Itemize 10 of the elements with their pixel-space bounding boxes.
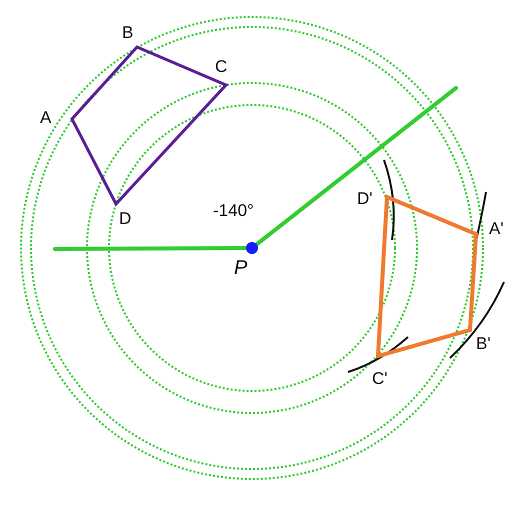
vertex-label: A [40, 109, 52, 126]
vertex-label: C' [372, 370, 388, 387]
center-label: P [234, 258, 248, 278]
vertex-label: D [119, 210, 132, 227]
vertex-label: A' [489, 220, 504, 237]
vertex-label: B' [476, 335, 491, 352]
vertex-label: B [122, 24, 134, 41]
angle-label: -140° [213, 202, 254, 219]
vertex-label: C [215, 58, 228, 75]
vertex-label: D' [357, 190, 373, 207]
